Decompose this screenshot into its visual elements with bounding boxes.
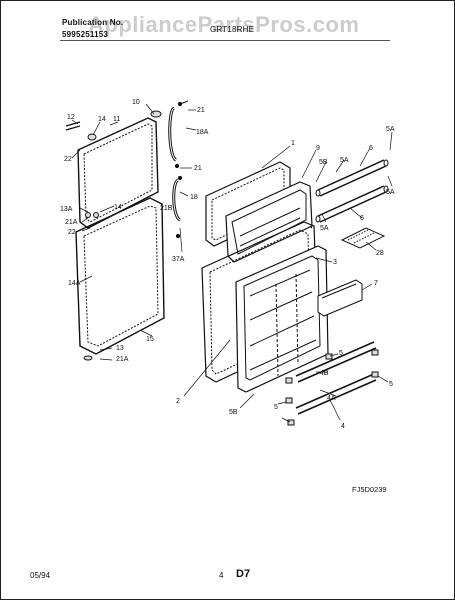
callout-5B: 5B [229, 409, 238, 416]
fresh-food-door-gasket [75, 197, 165, 355]
freezer-door-shelf-rails [315, 159, 389, 223]
callout-21B: 21B [160, 205, 173, 212]
publication-label: Publication No. [62, 18, 124, 27]
callout-13: 13 [116, 345, 124, 352]
callout-5A-2: 5A [340, 157, 349, 164]
callout-labels: 1 2 3 4 4A 4B 5 5 5 5A 5A 5A 5A 5B 5B 6 … [60, 99, 395, 430]
freezer-door-gasket [77, 117, 159, 229]
callout-18A: 18A [196, 129, 209, 136]
footer-page: D7 [236, 568, 251, 580]
callout-6-b: 6 [360, 215, 364, 222]
callout-1: 1 [291, 140, 295, 147]
freezer-door-assembly [205, 161, 313, 263]
callout-21-b: 21 [194, 165, 202, 172]
callout-14A: 14A [68, 280, 81, 287]
model-number: GRT18RHE [210, 25, 255, 34]
callout-22-a: 22 [64, 156, 72, 163]
callout-18: 18 [190, 194, 198, 201]
callout-5-c: 5 [274, 404, 278, 411]
door-stops [65, 110, 162, 361]
callout-14-b: 14 [114, 204, 122, 211]
callout-5B-2: 5B [319, 159, 328, 166]
callout-7: 7 [374, 280, 378, 287]
callout-15: 15 [146, 336, 154, 343]
callout-4b: 4B [320, 370, 329, 377]
callout-4: 4 [341, 423, 345, 430]
callout-5-a: 5 [339, 350, 343, 357]
header-rule [60, 40, 390, 41]
callout-10: 10 [132, 99, 140, 106]
watermark: AppliancePartsPros.com [88, 12, 360, 37]
callout-5A-4: 5A [320, 225, 329, 232]
callout-6-a: 6 [369, 145, 373, 152]
callout-9: 9 [316, 145, 320, 152]
door-handles [168, 100, 189, 239]
callout-22-b: 22 [68, 229, 76, 236]
diagram-code: FJ5D0239 [352, 485, 387, 494]
leader-lines [71, 103, 393, 423]
fresh-food-shelf-rails [285, 341, 379, 426]
callout-2: 2 [176, 398, 180, 405]
callout-5A-3: 5A [386, 189, 395, 196]
callout-37A: 37A [172, 256, 185, 263]
callout-13A: 13A [60, 206, 73, 213]
callout-11: 11 [113, 116, 120, 123]
callout-21A-1: 21A [65, 219, 78, 226]
publication-number: 5995251153 [62, 30, 109, 39]
callout-28: 28 [376, 250, 384, 257]
egg-tray [340, 227, 386, 249]
callout-12: 12 [67, 114, 75, 121]
callout-5-b: 5 [389, 381, 393, 388]
footer-number: 4 [219, 571, 224, 580]
callout-14: 14 [98, 116, 106, 123]
callout-5A-1: 5A [386, 126, 395, 133]
dairy-door [317, 279, 363, 317]
callout-4a: 4A [327, 395, 336, 402]
fresh-food-door-assembly [201, 221, 329, 393]
footer-date: 05/94 [30, 571, 51, 580]
callout-21-a: 21 [197, 107, 205, 114]
callout-21A-2: 21A [116, 356, 129, 363]
callout-3: 3 [333, 259, 337, 266]
